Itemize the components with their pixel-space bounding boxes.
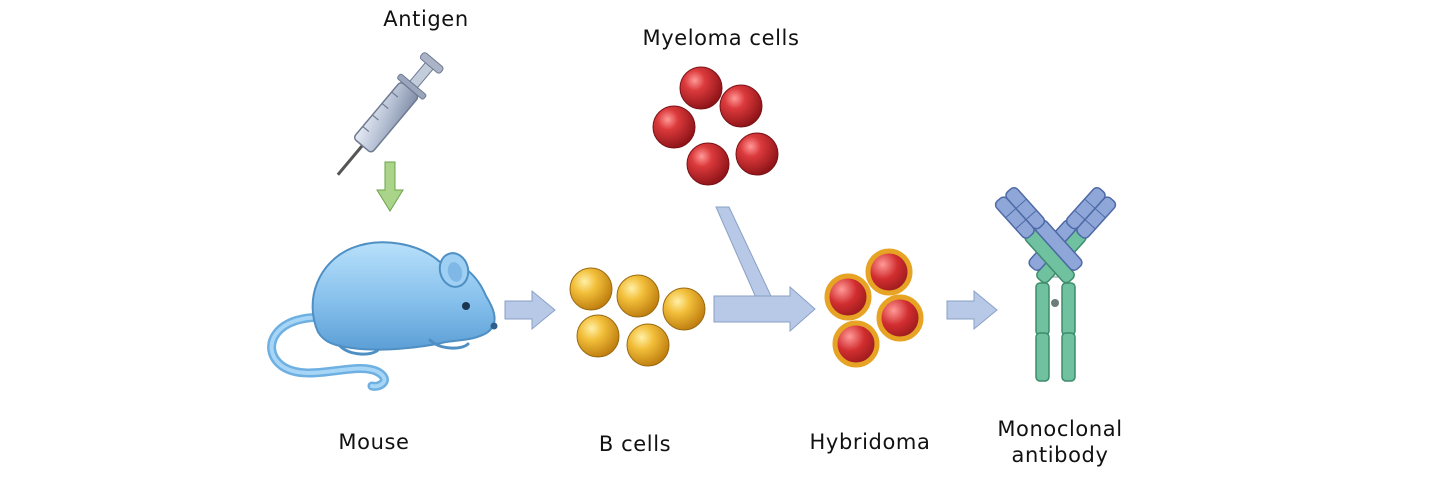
b-cell bbox=[569, 267, 613, 311]
antigen-arrow bbox=[376, 161, 404, 212]
arrow-mouse-to-bcells bbox=[504, 289, 556, 331]
hybridoma-cell bbox=[832, 320, 880, 368]
myeloma-cell bbox=[652, 105, 696, 149]
mouse-eye bbox=[462, 302, 470, 310]
myeloma-cell bbox=[719, 84, 763, 128]
b-cell bbox=[576, 314, 620, 358]
label-monoclonal-line2: antibody bbox=[1011, 443, 1109, 467]
hybridoma-cell bbox=[876, 294, 924, 342]
hybridoma-cells bbox=[824, 248, 924, 368]
syringe-icon bbox=[336, 52, 444, 176]
arrow-hybridoma-to-antibody bbox=[946, 289, 998, 331]
hybridoma-cell bbox=[824, 273, 872, 321]
myeloma-cell bbox=[735, 132, 779, 176]
b-cells bbox=[569, 267, 706, 367]
b-cell bbox=[616, 274, 660, 318]
label-antigen: Antigen bbox=[383, 7, 469, 31]
hybridoma-cell bbox=[865, 248, 913, 296]
antibody-icon bbox=[994, 186, 1117, 382]
fusion-arrow bbox=[713, 206, 816, 333]
label-monoclonal-antibody: Monoclonal antibody bbox=[975, 416, 1145, 468]
myeloma-cell bbox=[686, 142, 730, 186]
myeloma-cell bbox=[679, 66, 723, 110]
mouse-image bbox=[267, 241, 498, 391]
label-monoclonal-line1: Monoclonal bbox=[997, 417, 1123, 441]
myeloma-cells bbox=[652, 66, 779, 186]
label-mouse: Mouse bbox=[338, 430, 410, 454]
label-myeloma-cells: Myeloma cells bbox=[642, 26, 800, 50]
label-b-cells: B cells bbox=[598, 432, 672, 456]
label-hybridoma: Hybridoma bbox=[809, 430, 931, 454]
b-cell bbox=[626, 323, 670, 367]
b-cell bbox=[662, 287, 706, 331]
